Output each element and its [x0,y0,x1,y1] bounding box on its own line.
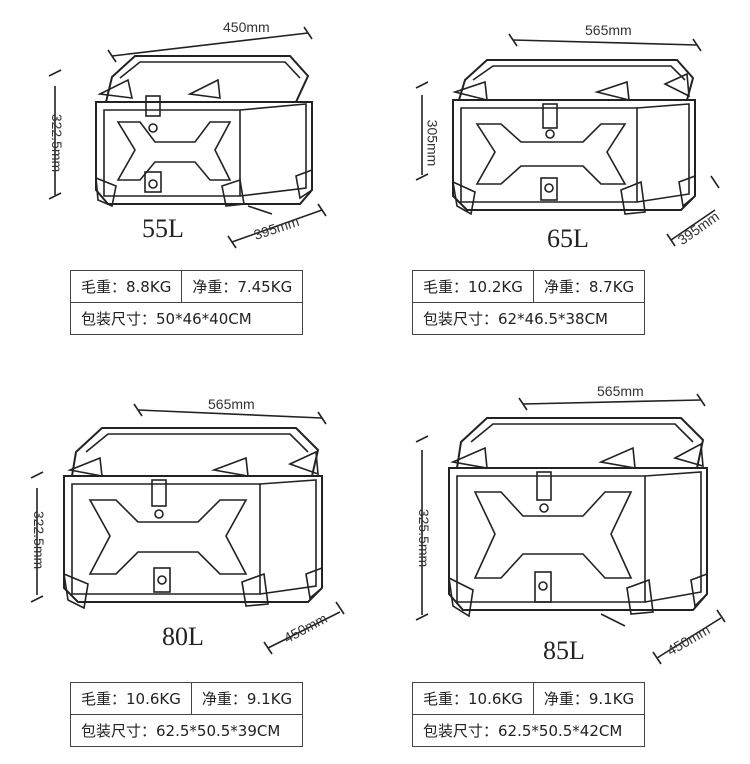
table-row: 毛重：8.8KG 净重：7.45KG [69,270,304,303]
table-row: 毛重：10.6KG 净重：9.1KG [70,682,304,715]
capacity-label: 80L [162,622,204,651]
table-row: 包装尺寸：62.5*50.5*42CM [411,714,646,747]
gross-weight-cell: 毛重：10.2KG [412,270,534,303]
package-size-cell: 包装尺寸：62.5*50.5*42CM [411,714,646,747]
spec-table-85l: 毛重：10.6KG 净重：9.1KG 包装尺寸：62.5*50.5*42CM [411,682,646,747]
net-weight-cell: 净重：7.45KG [181,270,304,303]
height-dimension-label: 322.5mm [31,510,48,570]
top-case-55l-drawing [48,26,327,249]
table-row: 毛重：10.6KG 净重：9.1KG [412,682,646,715]
table-row: 毛重：10.2KG 净重：8.7KG [412,270,646,303]
product-panel-85l: 565mm 325.5mm 450mm 85L 毛重：10.6KG 净重：9.1… [375,380,750,764]
spec-table-65l: 毛重：10.2KG 净重：8.7KG 包装尺寸：62*46.5*38CM [411,270,646,335]
width-dimension-label: 565mm [597,383,644,399]
height-dimension-label: 305mm [424,119,441,167]
top-case-80l-drawing [30,403,345,655]
width-dimension-label: 565mm [585,22,632,38]
spec-table-55l: 毛重：8.8KG 净重：7.45KG 包装尺寸：50*46*40CM [69,270,304,335]
gross-weight-cell: 毛重：10.6KG [70,682,192,715]
capacity-label: 55L [142,214,184,243]
width-dimension-label: 565mm [208,396,255,412]
height-dimension-label: 322.5mm [49,113,66,173]
package-size-cell: 包装尺寸：62*46.5*38CM [411,302,646,335]
package-size-cell: 包装尺寸：50*46*40CM [69,302,304,335]
capacity-label: 85L [543,636,585,665]
net-weight-cell: 净重：9.1KG [190,682,304,715]
spec-table-80l: 毛重：10.6KG 净重：9.1KG 包装尺寸：62.5*50.5*39CM [69,682,304,747]
gross-weight-cell: 毛重：10.6KG [412,682,534,715]
package-size-cell: 包装尺寸：62.5*50.5*39CM [69,714,304,747]
capacity-label: 65L [547,224,589,253]
product-panel-55l: 450mm 322.5mm 395mm 55L 毛重：8.8KG 净重：7.45… [0,0,375,380]
net-weight-cell: 净重：8.7KG [532,270,646,303]
top-case-85l-drawing [415,393,726,665]
product-panel-65l: 565mm 305mm 395mm 65L 毛重：10.2KG 净重：8.7KG… [375,0,750,380]
net-weight-cell: 净重：9.1KG [532,682,646,715]
table-row: 包装尺寸：50*46*40CM [69,302,304,335]
gross-weight-cell: 毛重：8.8KG [69,270,183,303]
top-case-65l-drawing [415,33,720,247]
table-row: 包装尺寸：62*46.5*38CM [411,302,646,335]
height-dimension-label: 325.5mm [416,508,433,568]
table-row: 包装尺寸：62.5*50.5*39CM [69,714,304,747]
product-panel-80l: 565mm 322.5mm 450mm 80L 毛重：10.6KG 净重：9.1… [0,380,375,764]
width-dimension-label: 450mm [223,19,270,35]
